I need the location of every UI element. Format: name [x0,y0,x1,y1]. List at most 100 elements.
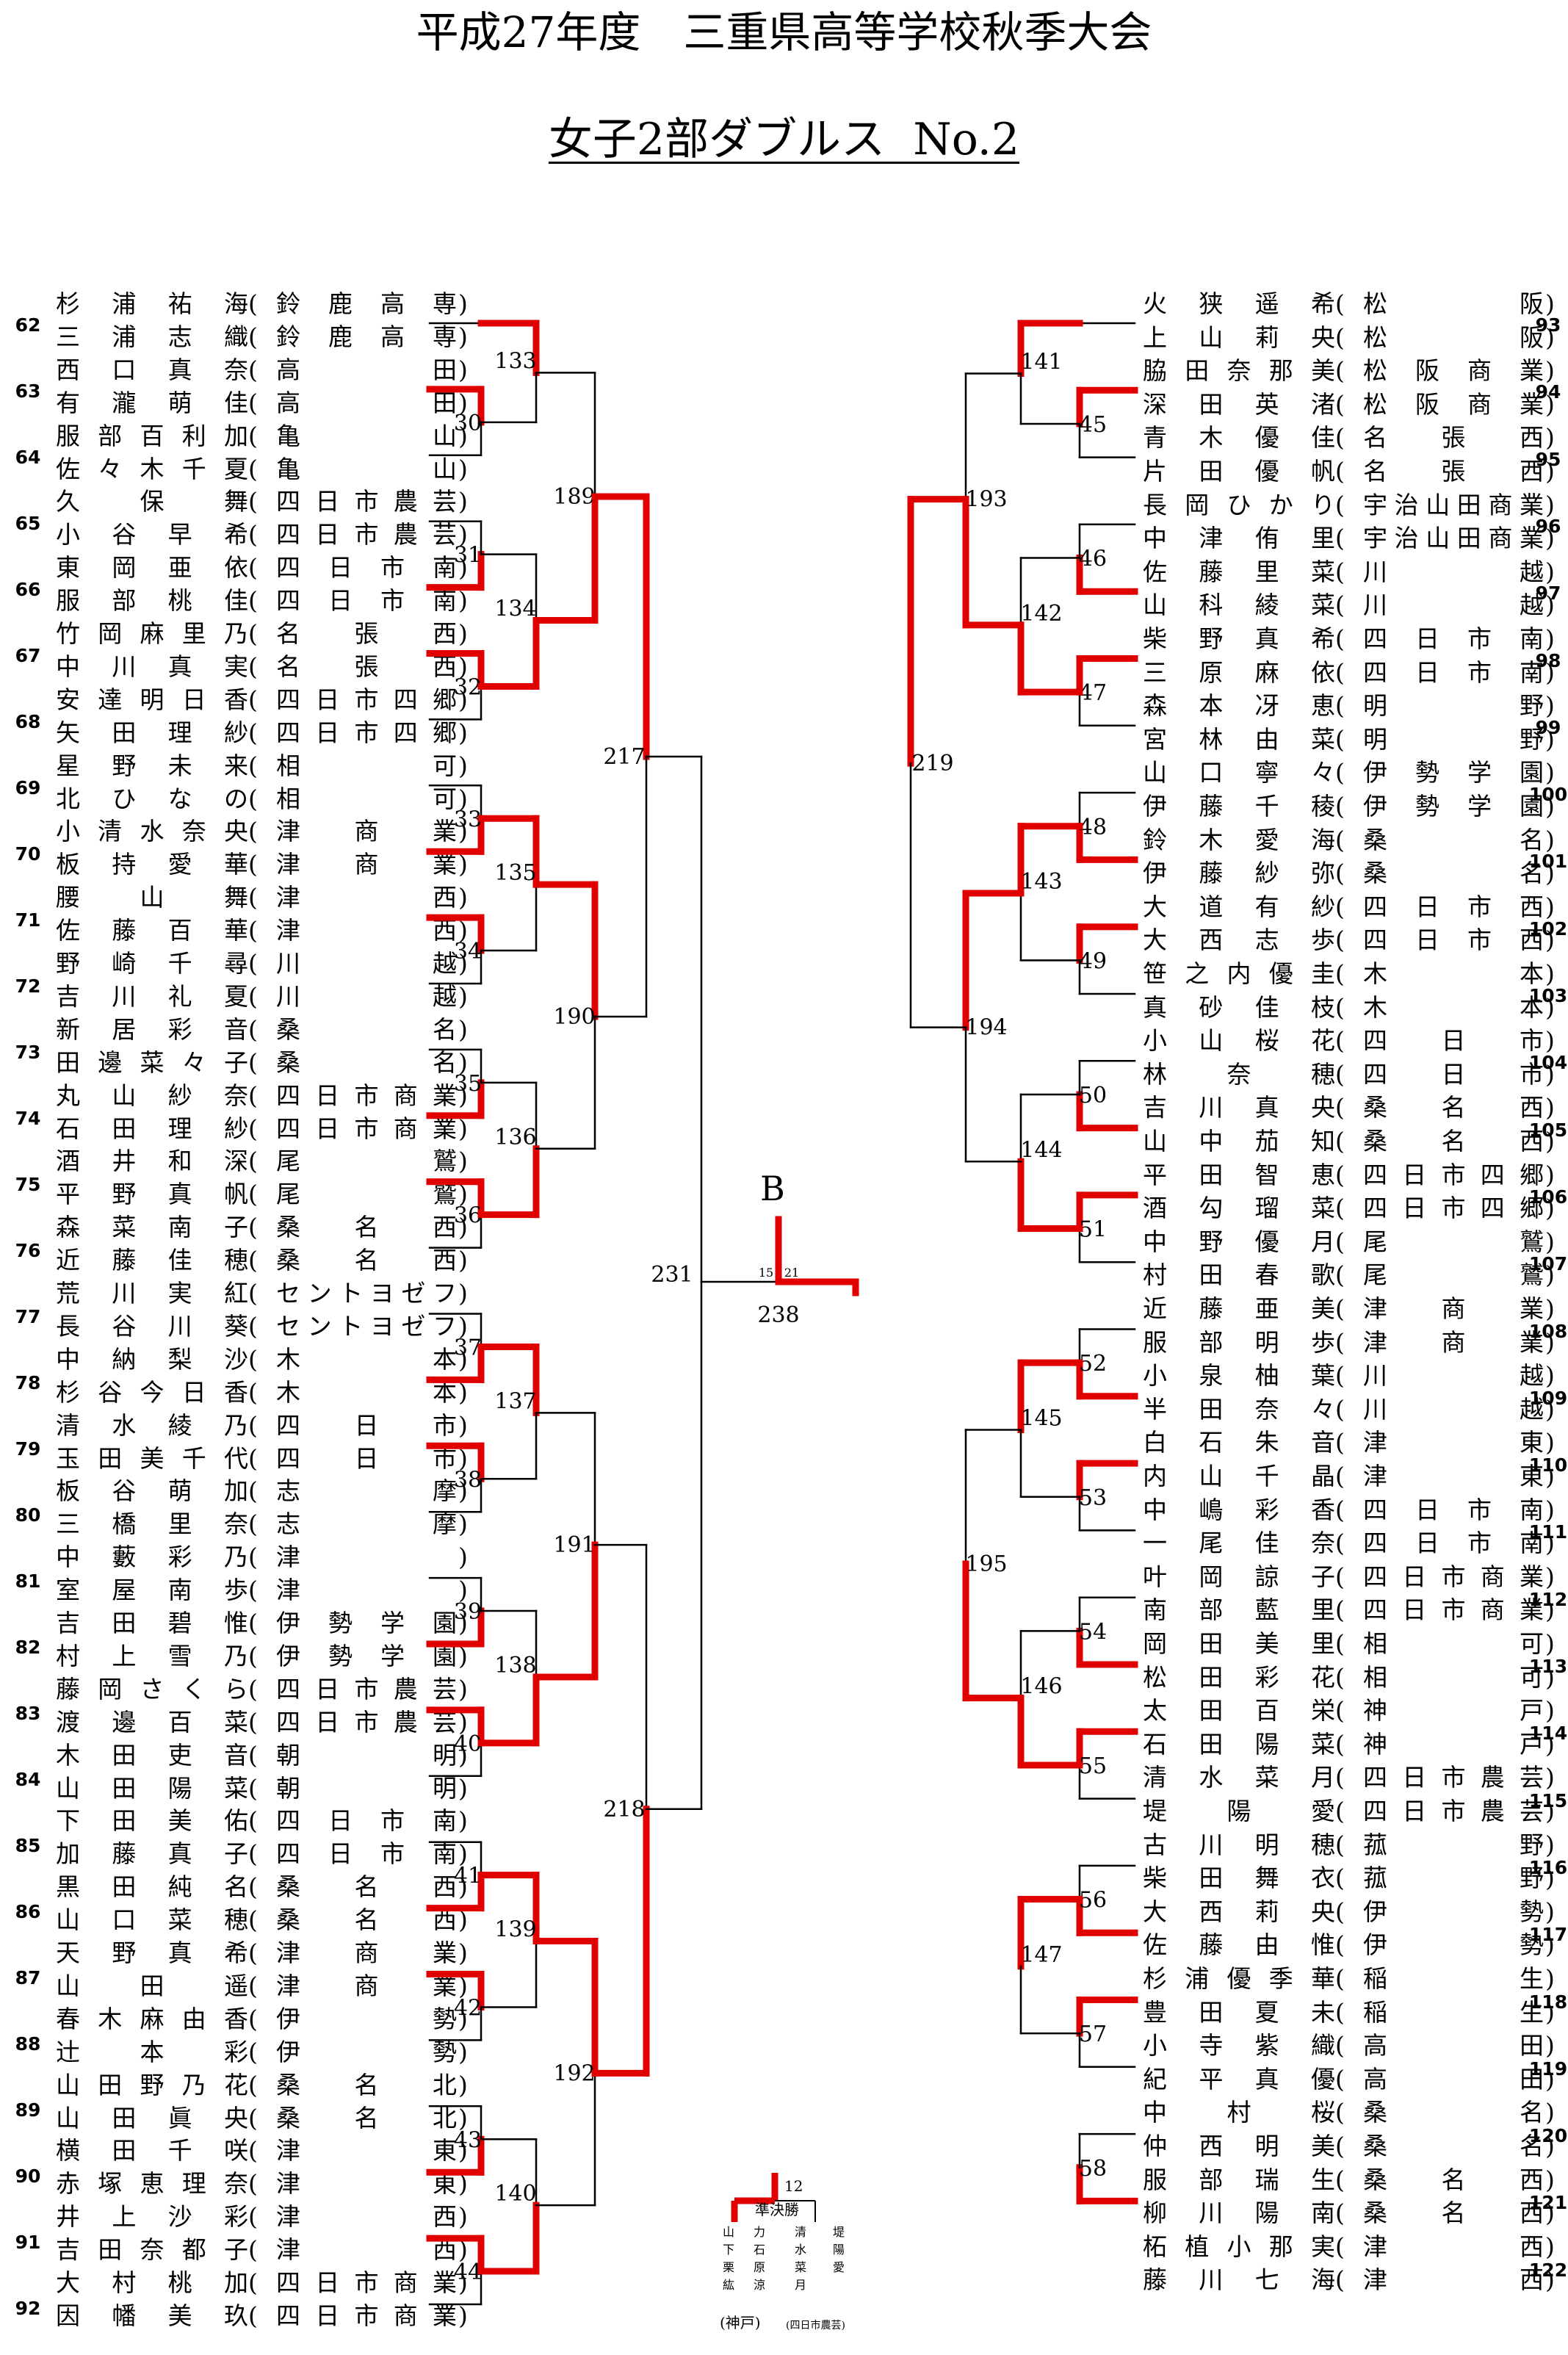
player-school: 名張西 [1363,423,1544,452]
left-player-row: 中藪彩乃(津) [56,1541,468,1573]
player-name: 山田野乃花 [56,2070,248,2099]
right-player-row: 柘植小那実(津西) [1143,2231,1555,2263]
player-name: 南部藍里 [1143,1595,1335,1625]
left-player-row: 三浦志織(鈴鹿高専) [56,321,468,353]
left-seed-number: 74 [15,1108,41,1129]
player-name: 山口菜穂 [56,1905,248,1935]
paren-close: ) [458,454,468,483]
paren-open: ( [1335,557,1345,586]
paren-close: ) [1545,657,1555,687]
player-name: 下田美佑 [56,1806,248,1836]
player-name: 柘植小那実 [1143,2232,1335,2261]
r2-match-number: 134 [494,596,536,622]
paren-close: ) [458,2301,468,2330]
right-seed-number: 108 [1528,1320,1568,1342]
player-school: 津西 [1363,2265,1544,2295]
paren-close: ) [1545,1495,1555,1524]
final-score: 21 [784,1266,799,1280]
left-player-row: 辻本彩(伊勢) [56,2036,468,2069]
paren-close: ) [1545,758,1555,787]
player-name: 佐藤百華 [56,916,248,945]
paren-open: ( [248,1047,258,1077]
paren-close: ) [458,817,468,846]
left-seed-number: 76 [15,1240,41,1261]
paren-open: ( [1335,2132,1345,2160]
player-name: 清水菜月 [1143,1763,1335,1792]
right-player-row: 古川明穂(菰野) [1143,1829,1555,1861]
paren-close: ) [458,1014,468,1044]
right-seed-number: 97 [1535,583,1561,605]
right-seed-number: 109 [1528,1387,1568,1409]
r1-match-number: 49 [1079,948,1107,974]
player-school: 四日市南 [1363,657,1544,687]
right-player-row: 笹之内優圭(木本) [1143,958,1555,990]
paren-open: ( [1335,1428,1345,1457]
right-player-row: 村田春歌(尾鷲) [1143,1259,1555,1291]
player-name: 山田遥 [56,1971,248,2000]
player-school: 伊勢 [1363,1930,1544,1960]
player-school: 松阪商業 [1363,389,1544,419]
player-name: 叶岡諒子 [1143,1562,1335,1591]
paren-open: ( [1335,322,1345,352]
paren-close: ) [458,1246,468,1275]
left-seed-number: 85 [15,1835,41,1856]
legend-col2: 力石原涼 [751,2226,765,2296]
r1-match-number: 31 [454,543,482,569]
left-seed-number: 86 [15,1901,41,1922]
player-school: 四日市農芸 [1363,1797,1544,1825]
left-player-row: 井上沙彩(津西) [56,2201,468,2233]
paren-close: ) [1545,2199,1555,2228]
player-school: 桑名 [276,1014,457,1044]
right-seed-number: 110 [1528,1454,1568,1476]
left-seed-number: 87 [15,1967,41,1988]
left-player-row: 服部桃佳(四日市南) [56,585,468,617]
paren-open: ( [248,718,258,747]
paren-open: ( [248,2004,258,2033]
paren-open: ( [1335,959,1345,988]
paren-close: ) [1545,1797,1555,1825]
paren-close: ) [1545,356,1555,386]
player-name: 近藤佳穂 [56,1246,248,1275]
player-name: 平田智恵 [1143,1160,1335,1189]
player-school: 伊勢学園 [276,1609,457,1637]
player-name: 紀平真優 [1143,2064,1335,2093]
r2-match-number: 142 [1020,601,1062,627]
left-seed-number: 75 [15,1174,41,1195]
right-seed-number: 98 [1535,649,1561,671]
left-player-row: 横田千咲(津東) [56,2135,468,2167]
paren-open: ( [1335,1864,1345,1893]
player-name: 岡田美里 [1143,1629,1335,1658]
r1-match-number: 51 [1079,1217,1107,1243]
r1-match-number: 43 [454,2127,482,2153]
player-school: 明野 [1363,724,1544,754]
left-player-row: 荒川実紅(セントヨゼフ) [56,1277,468,1310]
paren-close: ) [1545,457,1555,486]
right-seed-number: 104 [1528,1052,1568,1074]
paren-open: ( [1335,389,1345,419]
right-player-row: 佐藤里菜(川越) [1143,556,1555,588]
paren-close: ) [458,388,468,417]
player-school: 川越 [1363,557,1544,586]
player-school: 相可 [276,751,457,780]
player-school: 四日市 [276,1410,457,1440]
player-name: 中津侑里 [1143,524,1335,553]
paren-open: ( [248,1939,258,1967]
r1-match-number: 36 [454,1203,482,1229]
paren-open: ( [1335,457,1345,486]
player-school: 津商業 [276,1939,457,1967]
left-seed-number: 73 [15,1042,41,1063]
player-school: 四日市南 [1363,1529,1544,1558]
paren-open: ( [1335,758,1345,787]
player-school: 朝明 [276,1740,457,1770]
player-name: 山口寧々 [1143,758,1335,787]
right-player-row: 中津侑里(宇治山田商業) [1143,522,1555,555]
player-school: 四日市南 [276,1839,457,1869]
r4-match-number: 219 [911,751,953,776]
right-seed-number: 119 [1528,2058,1568,2080]
player-name: 柴野真希 [1143,624,1335,653]
paren-open: ( [1335,1797,1345,1825]
paren-open: ( [248,1180,258,1209]
player-school: 松阪 [1363,322,1544,352]
paren-close: ) [458,1147,468,1176]
paren-close: ) [458,2004,468,2033]
